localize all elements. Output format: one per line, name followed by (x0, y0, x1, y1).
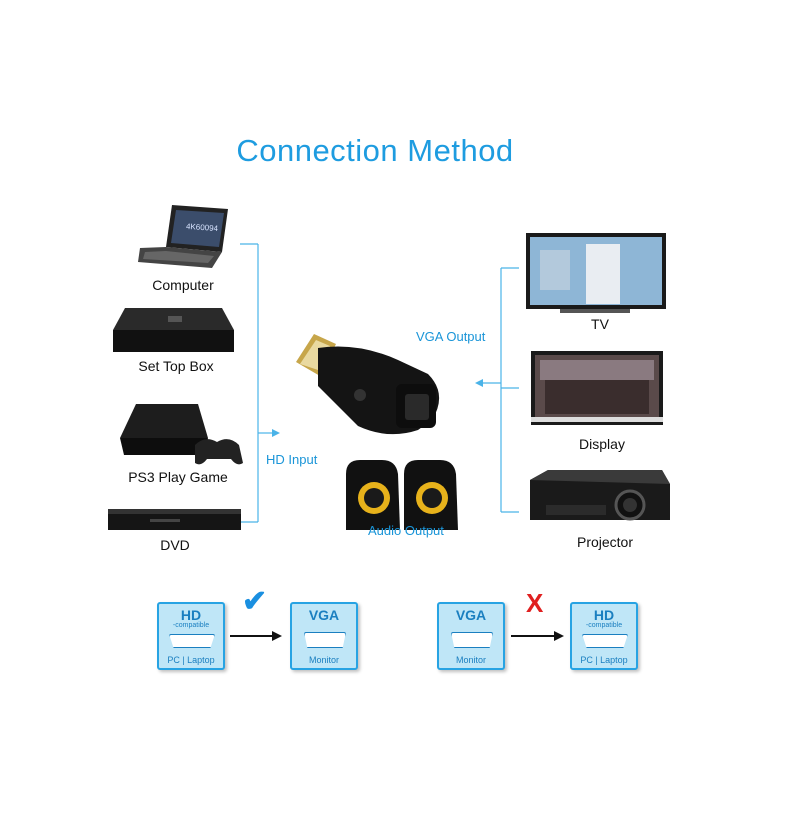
projector-icon (530, 470, 670, 521)
ps3-console-icon (120, 404, 243, 465)
hdmi-port-icon (169, 634, 215, 648)
output-bracket (483, 267, 519, 513)
compat-left-from-bottom: PC | Laptop (167, 655, 215, 665)
display-monitor-icon (531, 351, 663, 425)
compat-right-to-small: -compatible (585, 622, 623, 629)
compat-right-to-box: HD -compatible PC | Laptop (570, 602, 638, 670)
tv-icon (526, 233, 666, 313)
compat-left-to-bottom: Monitor (308, 655, 339, 665)
vga-port-icon (451, 632, 493, 648)
source-label-set-top-box: Set Top Box (138, 358, 214, 374)
checkmark-icon: ✔ (242, 585, 268, 618)
compat-left-from-box: HD -compatible PC | Laptop (157, 602, 225, 670)
compat-right-from-box: VGA Monitor (437, 602, 505, 670)
audio-output-label: Audio Output (368, 523, 444, 538)
compat-right-from-bottom: Monitor (455, 655, 486, 665)
vga-output-label: VGA Output (416, 329, 486, 344)
input-arrow-icon (272, 429, 280, 437)
hd-input-label: HD Input (266, 452, 317, 467)
source-label-ps3: PS3 Play Game (128, 469, 228, 485)
input-bracket (240, 243, 272, 523)
page-title: Connection Method (236, 133, 514, 168)
compat-right-to-bottom: PC | Laptop (580, 655, 628, 665)
source-label-dvd: DVD (160, 537, 190, 553)
compat-arrow-icon-left (272, 631, 282, 641)
speakers-icon (346, 460, 458, 530)
target-label-tv: TV (591, 316, 609, 332)
set-top-box-icon (113, 308, 234, 352)
dvd-player-icon (108, 509, 241, 530)
compat-left-to-big: VGA (308, 607, 340, 623)
output-arrow-icon (475, 379, 483, 387)
hd-input-label-input: Input (288, 452, 318, 467)
source-label-computer: Computer (152, 277, 214, 293)
target-label-display: Display (579, 436, 625, 452)
hd-input-label-hd: HD (266, 452, 285, 467)
compat-right-from-big: VGA (455, 607, 487, 623)
laptop-icon (138, 205, 228, 268)
compat-left-to-box: VGA Monitor (290, 602, 358, 670)
compat-left-from-big: HD (180, 607, 202, 623)
hdmi-port-icon (582, 634, 628, 648)
compat-arrow-icon-right (554, 631, 564, 641)
compat-right-to-big: HD (593, 607, 615, 623)
compat-left-from-small: -compatible (172, 622, 210, 629)
cross-icon: X (526, 588, 544, 618)
adapter-icon (296, 334, 440, 435)
target-label-projector: Projector (576, 534, 634, 550)
vga-port-icon (304, 632, 346, 648)
